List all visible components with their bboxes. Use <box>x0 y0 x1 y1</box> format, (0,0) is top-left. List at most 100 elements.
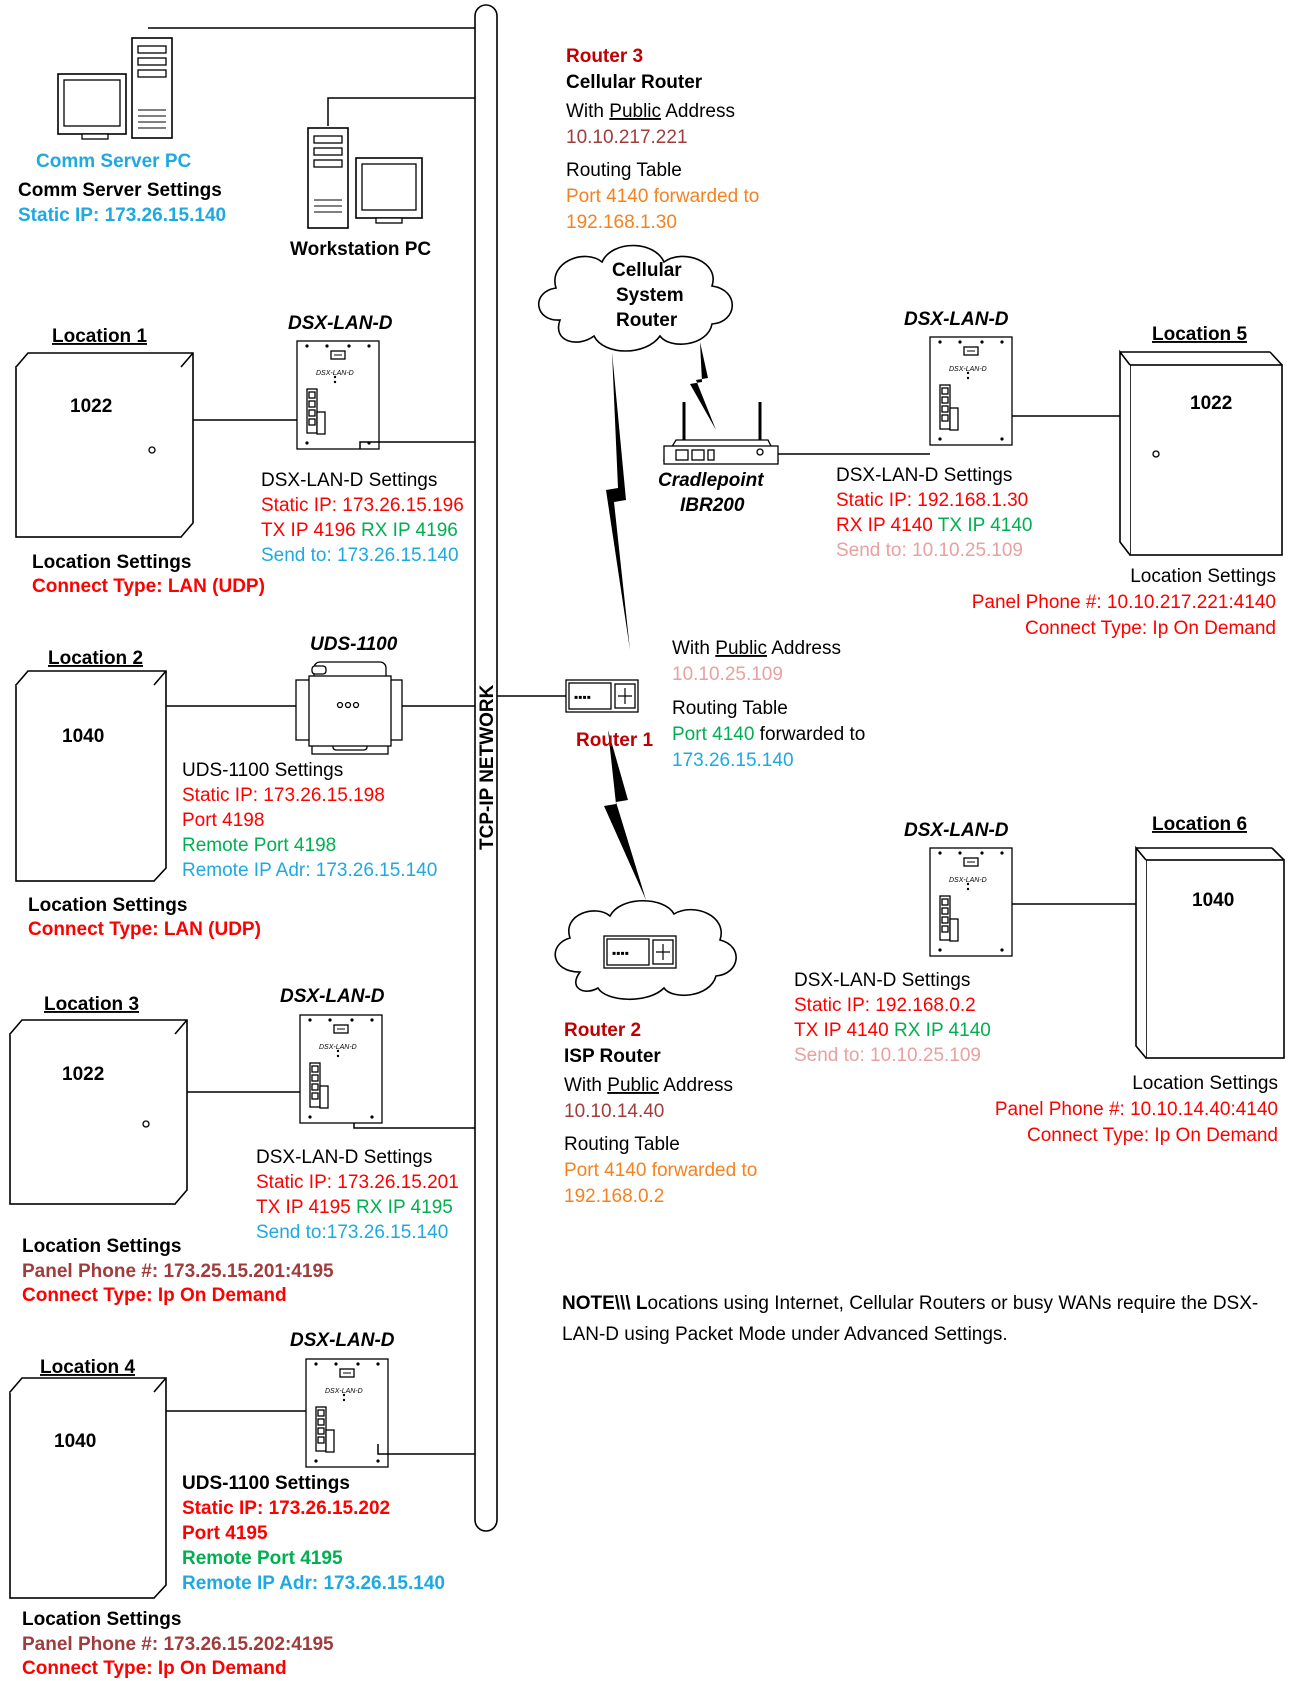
location-4-panel-phone: Panel Phone #: 173.26.15.202:4195 <box>22 1634 334 1655</box>
router-2-subtitle: ISP Router <box>564 1046 661 1067</box>
location-6-tx: TX IP 4140 <box>794 1020 889 1041</box>
location-1-static-ip: Static IP: 173.26.15.196 <box>261 495 464 516</box>
location-4-remote-port: Remote Port 4195 <box>182 1548 343 1569</box>
router-2-fwd1: Port 4140 forwarded to <box>564 1160 757 1181</box>
location-1-send-to: Send to: 173.26.15.140 <box>261 545 459 566</box>
router-2-address: Address <box>659 1075 733 1096</box>
location-6: DSX-LAN-D DSX-LAN-D Location 6 1040 DSX-… <box>794 814 1284 1146</box>
router-1-fwd-port: Port 4140 <box>672 724 754 745</box>
location-6-device-settings-title: DSX-LAN-D Settings <box>794 970 970 991</box>
router-3-address: Address <box>661 101 735 122</box>
router-3-title: Router 3 <box>566 46 643 67</box>
location-6-connect-type: Connect Type: Ip On Demand <box>1027 1125 1278 1146</box>
location-5-device-settings-title: DSX-LAN-D Settings <box>836 465 1012 486</box>
location-3-device-settings-title: DSX-LAN-D Settings <box>256 1147 432 1168</box>
location-5-tx: TX IP 4140 <box>938 515 1033 536</box>
router-2-public: Public <box>607 1075 659 1096</box>
svg-text:TX IP 4195 RX IP 4195: TX IP 4195 RX IP 4195 <box>256 1197 453 1218</box>
router-2-title: Router 2 <box>564 1020 641 1041</box>
note-paragraph: NOTE\\\ Locations using Internet, Cellul… <box>562 1288 1262 1350</box>
router-1-public: Public <box>715 638 767 659</box>
cellular-system-router-cloud: Cellular System Router <box>539 246 733 352</box>
location-5: DSX-LAN-D DSX-LAN-D Location 5 1022 DSX-… <box>836 309 1282 639</box>
router-2-fwd2: 192.168.0.2 <box>564 1186 664 1207</box>
location-5-title: Location 5 <box>1152 324 1247 345</box>
location-2-title: Location 2 <box>48 648 143 669</box>
location-3-connect-type: Connect Type: Ip On Demand <box>22 1285 287 1306</box>
location-2: Location 2 1040 UDS-1100 UDS-1100 Settin… <box>16 634 475 940</box>
location-5-settings-title: Location Settings <box>1130 566 1276 587</box>
router-3-routing-table: Routing Table <box>566 160 682 181</box>
svg-text:With Public Address: With Public Address <box>564 1075 733 1096</box>
location-3-send-to: Send to:173.26.15.140 <box>256 1222 448 1243</box>
svg-text:RX IP 4140 TX IP 4140: RX IP 4140 TX IP 4140 <box>836 515 1032 536</box>
router-3-subtitle: Cellular Router <box>566 72 703 93</box>
router-2-isp-cloud: Router 2 ISP Router With Public Address … <box>555 901 757 1207</box>
location-2-remote-port: Remote Port 4198 <box>182 835 336 856</box>
location-4-settings-title: Location Settings <box>22 1609 181 1630</box>
cradlepoint-line2: IBR200 <box>680 495 745 516</box>
note-text: ocations using Internet, Cellular Router… <box>562 1293 1258 1345</box>
comm-server-settings-title: Comm Server Settings <box>18 180 222 201</box>
location-2-port: Port 4198 <box>182 810 264 831</box>
router-3-info: Router 3 Cellular Router With Public Add… <box>566 46 759 233</box>
location-3-title: Location 3 <box>44 994 139 1015</box>
location-1: Location 1 1022 DSX-LAN-D DSX-LAN-D DSX-… <box>16 313 475 597</box>
location-6-send-to: Send to: 10.10.25.109 <box>794 1045 981 1066</box>
location-1-panel: 1022 <box>70 396 112 417</box>
location-3-rx: RX IP 4195 <box>356 1197 453 1218</box>
router-1-fwd-text: forwarded to <box>754 724 865 745</box>
location-6-settings-title: Location Settings <box>1132 1073 1278 1094</box>
location-4-title: Location 4 <box>40 1357 135 1378</box>
location-1-device-settings-title: DSX-LAN-D Settings <box>261 470 437 491</box>
location-3-tx: TX IP 4195 <box>256 1197 351 1218</box>
location-3: Location 3 1022 DSX-LAN-D DSX-LAN-D DSX-… <box>10 986 475 1306</box>
location-4-device-settings-title: UDS-1100 Settings <box>182 1473 350 1494</box>
location-4-connect-type: Connect Type: Ip On Demand <box>22 1658 287 1679</box>
router-1-ip: 10.10.25.109 <box>672 664 783 685</box>
router-1-address: Address <box>767 638 841 659</box>
router-3-public: Public <box>609 101 661 122</box>
location-6-title: Location 6 <box>1152 814 1247 835</box>
svg-text:DSX-LAN-D: DSX-LAN-D <box>325 1388 363 1395</box>
cradlepoint-line1: Cradlepoint <box>658 470 764 491</box>
location-4-device: DSX-LAN-D <box>290 1330 395 1351</box>
location-6-rx: RX IP 4140 <box>894 1020 991 1041</box>
router-1-title: Router 1 <box>576 730 654 751</box>
location-3-device: DSX-LAN-D <box>280 986 385 1007</box>
location-1-connect-type: Connect Type: LAN (UDP) <box>32 576 265 597</box>
router-3-ip: 10.10.217.221 <box>566 127 688 148</box>
location-1-device: DSX-LAN-D <box>288 313 393 334</box>
location-5-send-to: Send to: 10.10.25.109 <box>836 540 1023 561</box>
location-2-device: UDS-1100 <box>310 634 398 655</box>
router-3-with: With <box>566 101 609 122</box>
note-lead: NOTE\\\ L <box>562 1293 648 1314</box>
location-3-settings-title: Location Settings <box>22 1236 181 1257</box>
location-2-settings-title: Location Settings <box>28 895 187 916</box>
network-label: TCP-IP NETWORK <box>477 684 498 850</box>
router-2-routing-table: Routing Table <box>564 1134 680 1155</box>
cellular-cloud-line2: System <box>616 285 684 306</box>
location-3-panel-phone: Panel Phone #: 173.25.15.201:4195 <box>22 1261 334 1282</box>
location-1-tx: TX IP 4196 <box>261 520 356 541</box>
location-3-panel: 1022 <box>62 1064 104 1085</box>
location-1-title: Location 1 <box>52 326 147 347</box>
location-1-rx: RX IP 4196 <box>361 520 458 541</box>
router-1-routing-table: Routing Table <box>672 698 788 719</box>
workstation-pc: Workstation PC <box>290 98 475 260</box>
location-2-panel: 1040 <box>62 726 104 747</box>
svg-text:Port 4140 forwarded to: Port 4140 forwarded to <box>672 724 865 745</box>
location-5-panel: 1022 <box>1190 393 1232 414</box>
location-2-static-ip: Static IP: 173.26.15.198 <box>182 785 385 806</box>
location-4-static-ip: Static IP: 173.26.15.202 <box>182 1498 390 1519</box>
location-6-panel: 1040 <box>1192 890 1234 911</box>
svg-text:DSX-LAN-D: DSX-LAN-D <box>319 1044 357 1051</box>
location-5-static-ip: Static IP: 192.168.1.30 <box>836 490 1028 511</box>
tcp-ip-network-backbone: TCP-IP NETWORK <box>475 5 498 1531</box>
router-2-with: With <box>564 1075 607 1096</box>
location-5-connect-type: Connect Type: Ip On Demand <box>1025 618 1276 639</box>
location-6-device: DSX-LAN-D <box>904 820 1009 841</box>
location-4-panel: 1040 <box>54 1431 96 1452</box>
comm-server-static-ip: Static IP: 173.26.15.140 <box>18 205 226 226</box>
